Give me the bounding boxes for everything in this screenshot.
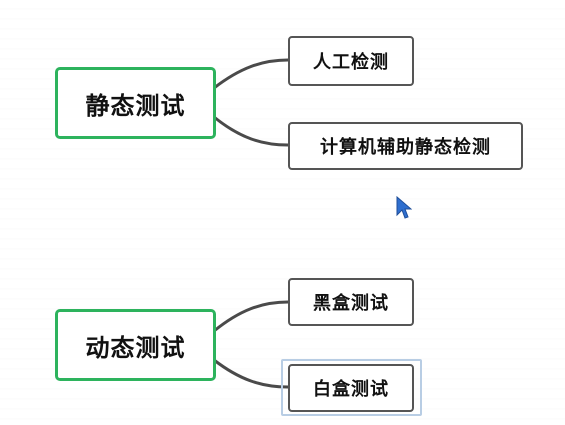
selected-node-frame	[281, 359, 422, 416]
connector-static-manual	[212, 58, 290, 90]
computer-aided-static-inspection-node[interactable]: 计算机辅助静态检测	[288, 122, 523, 170]
connector-dynamic-black-box	[212, 300, 290, 333]
connector-static-computer-aided	[212, 115, 290, 147]
static-testing-root-node[interactable]: 静态测试	[55, 67, 216, 139]
manual-inspection-node[interactable]: 人工检测	[288, 36, 414, 86]
white-box-testing-node[interactable]: 白盒测试	[288, 364, 414, 412]
dynamic-testing-root-node[interactable]: 动态测试	[55, 309, 216, 381]
black-box-testing-node[interactable]: 黑盒测试	[288, 278, 414, 326]
mouse-pointer-icon	[396, 196, 412, 219]
connector-dynamic-white-box	[212, 358, 290, 389]
